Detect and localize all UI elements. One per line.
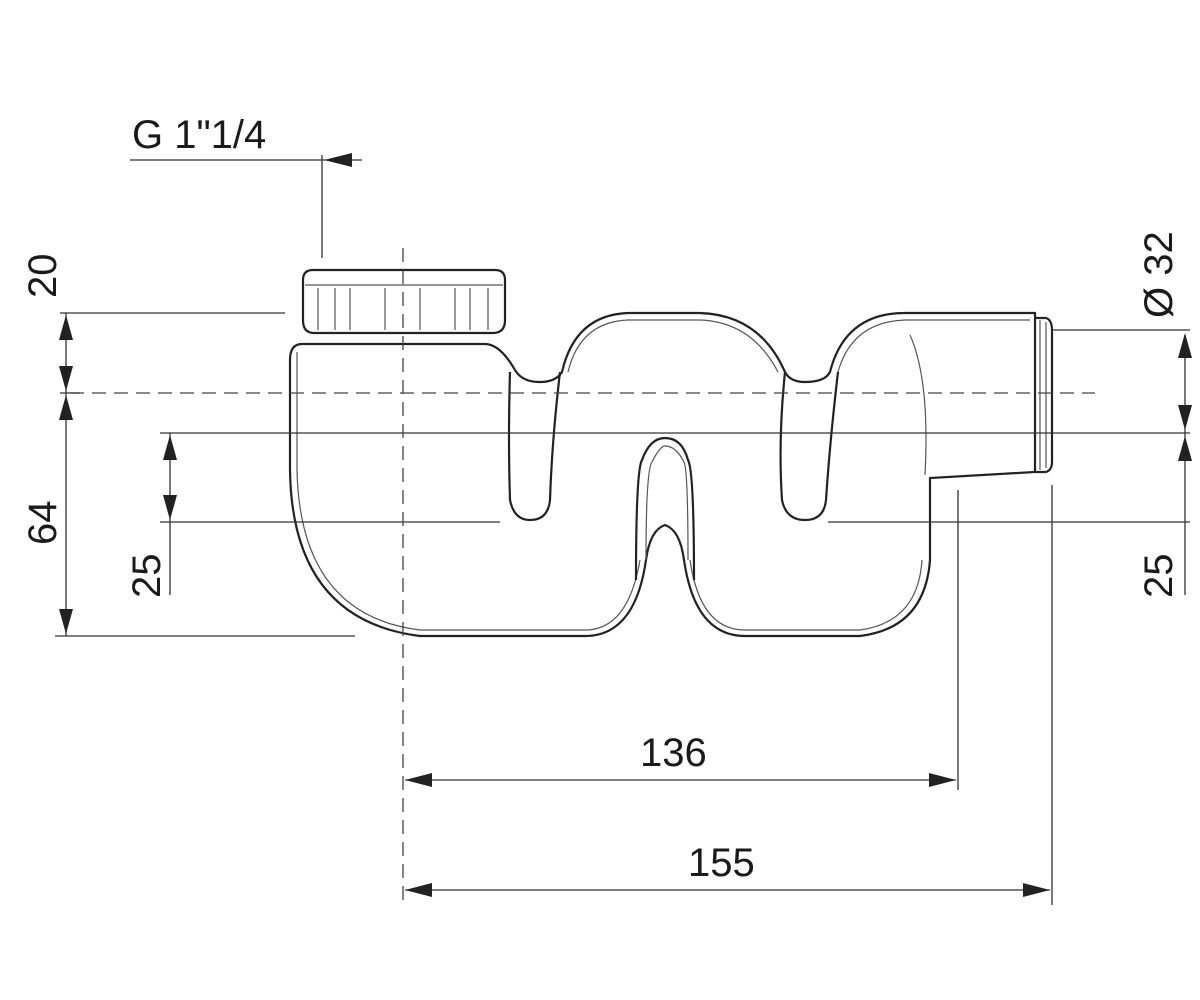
inlet-nut [301, 268, 507, 335]
extension-lines [55, 155, 1190, 905]
inlet-height-label: 20 [21, 254, 65, 299]
outlet-right-height-label: 25 [1137, 554, 1181, 599]
siphon-center-hump [634, 436, 696, 581]
siphon-outer-contour [288, 311, 1037, 638]
inner-left-height-label: 25 [125, 554, 169, 599]
siphon-left-dip [507, 371, 562, 522]
center-lines [70, 248, 1095, 905]
siphon-body [288, 268, 1054, 638]
thread-arrow [324, 153, 352, 167]
siphon-right-dip [779, 371, 840, 522]
overall-length-label: 155 [688, 841, 755, 885]
thread-label: G 1"1/4 [132, 113, 266, 157]
overall-height-label: 64 [21, 501, 65, 546]
outlet-spigot [1035, 316, 1054, 474]
outlet-depth-label: 136 [640, 731, 707, 775]
dimension-lines [59, 153, 1192, 897]
outlet-diameter-label: Ø 32 [1137, 231, 1181, 318]
